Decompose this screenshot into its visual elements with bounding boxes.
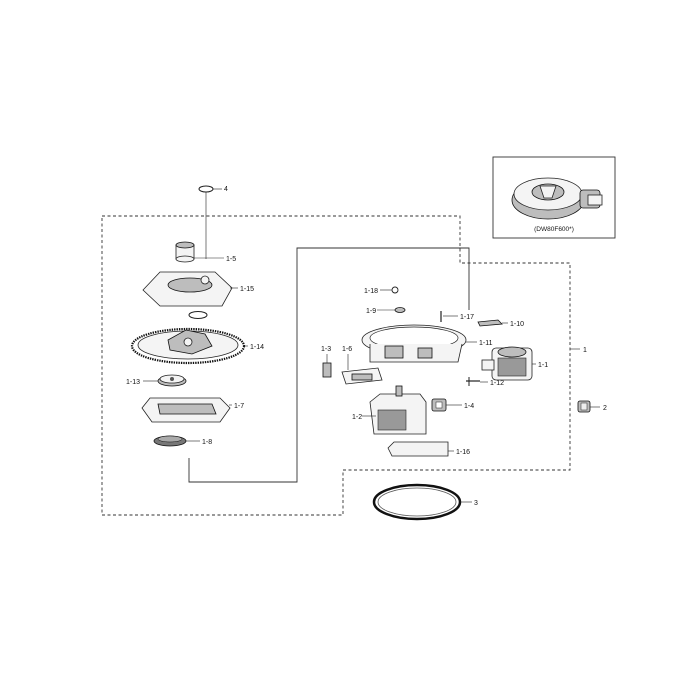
- part-4-oring: [198, 185, 214, 193]
- callout-1-6: 1-6: [342, 346, 352, 353]
- part-1-11-sump: [361, 324, 467, 363]
- callout-1-10: 1-10: [510, 321, 524, 328]
- callout-1-7: 1-7: [234, 403, 244, 410]
- callout-1-4: 1-4: [464, 403, 474, 410]
- part-1-1-pump: [481, 346, 533, 381]
- callout-1-14: 1-14: [250, 344, 264, 351]
- part-1-10-clip: [477, 319, 503, 327]
- part-1-16-bracket: [387, 441, 449, 457]
- part-1-5-cap: [175, 241, 195, 263]
- callout-1-1: 1-1: [538, 362, 548, 369]
- part-1-3-sensor: [322, 362, 332, 378]
- part-1-13-impeller: [157, 374, 187, 387]
- callout-1-9: 1-9: [366, 308, 376, 315]
- callout-1-2: 1-2: [352, 414, 362, 421]
- callout-1: 1: [583, 347, 587, 354]
- callout-1-11: 1-11: [479, 340, 493, 347]
- part-2-fitting: [577, 400, 591, 413]
- callout-1-3: 1-3: [321, 346, 331, 353]
- part-1-8-filter: [153, 435, 187, 447]
- assembly-1-boundary: [101, 215, 571, 516]
- callout-1-15: 1-15: [240, 286, 254, 293]
- part-3-gasket: [372, 483, 462, 521]
- callout-1-18: 1-18: [364, 288, 378, 295]
- part-1-2-motor: [369, 385, 427, 435]
- callout-1-8: 1-8: [202, 439, 212, 446]
- inset-caption: (DW80F600*): [534, 226, 574, 233]
- inset-pump-illustration: [511, 177, 603, 220]
- callout-1-16: 1-16: [456, 449, 470, 456]
- callout-4: 4: [224, 186, 228, 193]
- part-1-18-ring: [391, 286, 399, 294]
- part-1-9-bushing: [394, 307, 406, 313]
- part-1-4-fitting: [431, 398, 447, 412]
- part-1-14-gear-disk: [130, 327, 246, 365]
- callout-1-13: 1-13: [126, 379, 140, 386]
- callout-3: 3: [474, 500, 478, 507]
- part-1-6-heater: [341, 367, 383, 385]
- callout-1-12: 1-12: [490, 380, 504, 387]
- callout-2: 2: [603, 405, 607, 412]
- part-1-7-lower-housing: [141, 397, 231, 423]
- callout-1-5: 1-5: [226, 256, 236, 263]
- part-1-12-clamp: [466, 377, 480, 386]
- inset-box: (DW80F600*): [492, 156, 616, 239]
- part-1-15-housing: [142, 271, 233, 319]
- callout-1-17: 1-17: [460, 314, 474, 321]
- subgroup-outline: [188, 247, 470, 483]
